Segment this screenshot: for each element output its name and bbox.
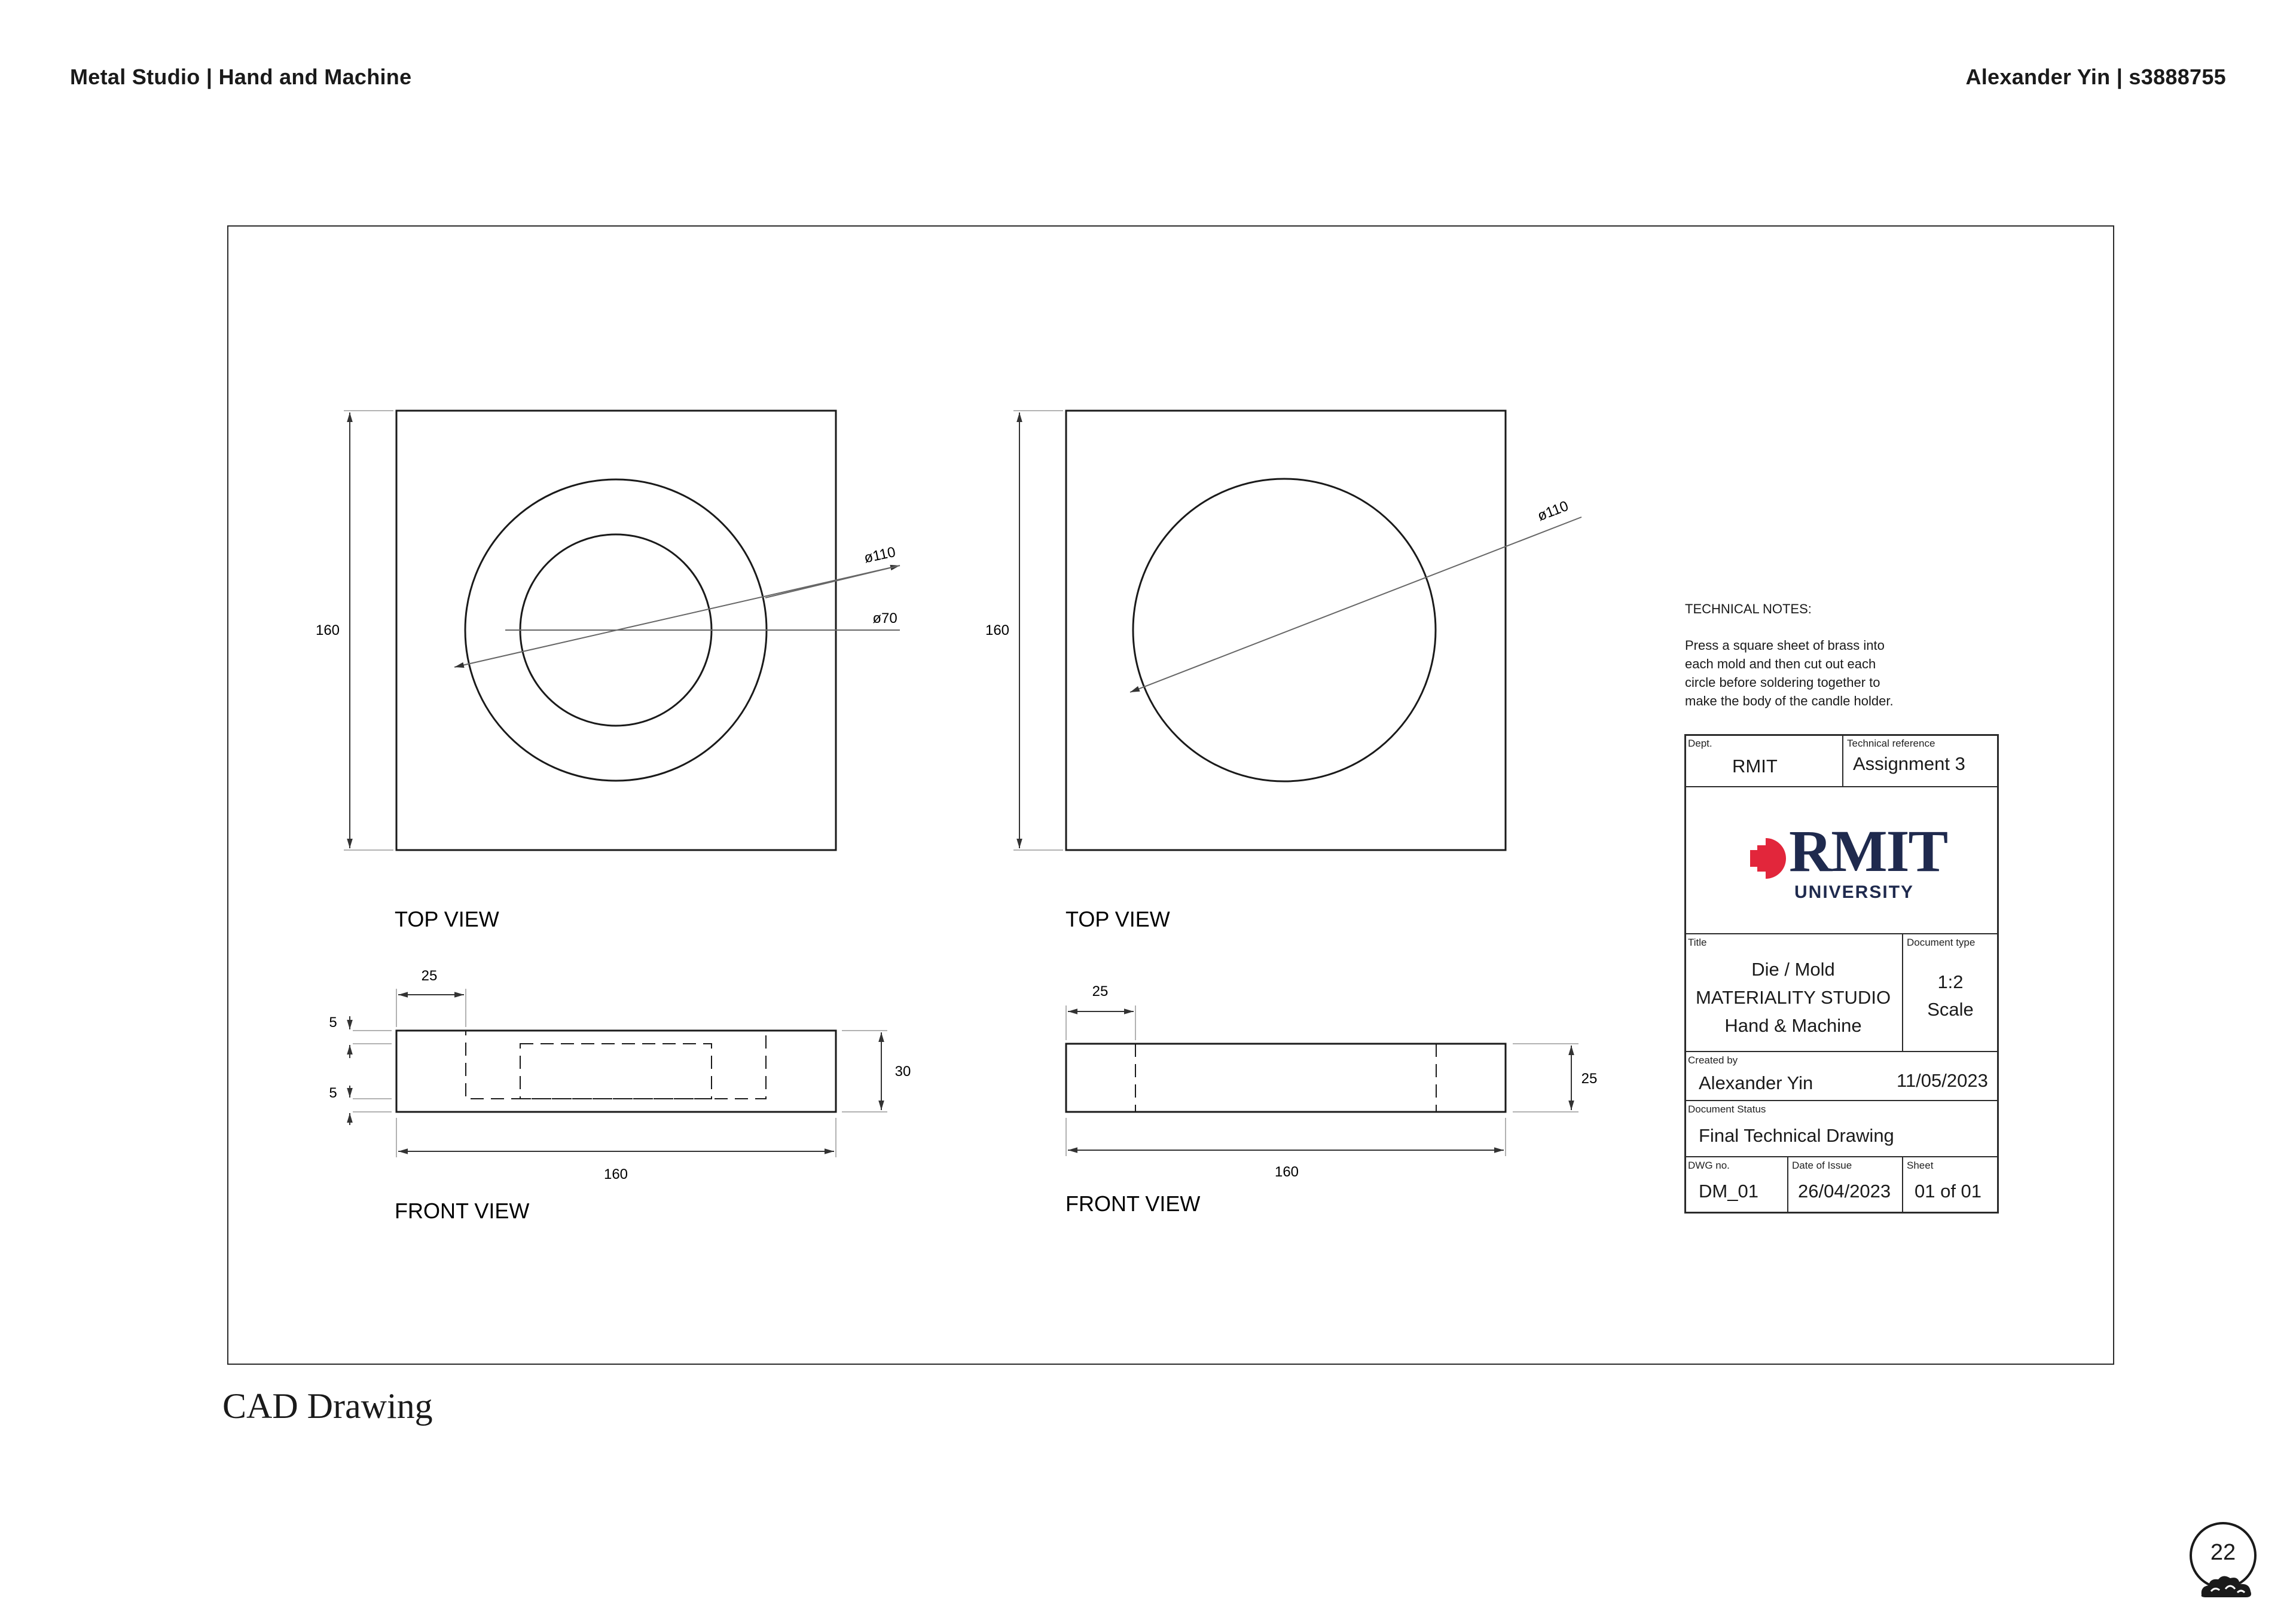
- title-label: Title: [1688, 937, 1707, 948]
- tb-divider: [1684, 1051, 1999, 1052]
- rmit-logo: RMIT UNIVERSITY: [1684, 788, 1999, 931]
- dwg-label: DWG no.: [1688, 1160, 1730, 1171]
- status-value: Final Technical Drawing: [1699, 1125, 1894, 1146]
- left-front-width-label: 160: [604, 1166, 628, 1182]
- issue-label: Date of Issue: [1792, 1160, 1852, 1171]
- rmit-logo-sub: UNIVERSITY: [1794, 882, 1915, 902]
- issue-value: 26/04/2023: [1798, 1181, 1891, 1202]
- tb-border-left: [1684, 734, 1686, 1214]
- title-value: Die / Mold MATERIALITY STUDIO Hand & Mac…: [1684, 955, 1902, 1040]
- tb-divider: [1684, 1156, 1999, 1157]
- dept-label: Dept.: [1688, 738, 1712, 749]
- created-date-value: 11/05/2023: [1897, 1070, 1988, 1091]
- status-label: Document Status: [1688, 1104, 1766, 1115]
- right-top-height-label: 160: [985, 622, 1009, 638]
- right-front-view: [1065, 1005, 1578, 1156]
- right-top-dia-label: ø110: [1535, 498, 1571, 524]
- dept-value: RMIT: [1732, 756, 1778, 777]
- left-outer-dia-leader: [765, 565, 900, 598]
- sheet-label: Sheet: [1907, 1160, 1934, 1171]
- tb-divider-v: [1902, 933, 1903, 1052]
- technical-notes: TECHNICAL NOTES: Press a square sheet of…: [1685, 600, 1948, 710]
- technical-notes-line: Press a square sheet of brass into: [1685, 638, 1885, 653]
- tb-border-top: [1684, 734, 1999, 736]
- tb-border-right: [1997, 734, 1999, 1214]
- created-by-value: Alexander Yin: [1699, 1072, 1813, 1093]
- technical-notes-line: circle before soldering together to: [1685, 675, 1880, 690]
- title-line: Die / Mold: [1751, 959, 1835, 980]
- left-outer-dia-line: [454, 564, 900, 668]
- tb-divider: [1684, 786, 1999, 787]
- page-badge: 22: [2190, 1522, 2261, 1606]
- left-front-top-wall-label: 5: [329, 1014, 337, 1031]
- right-front-body: [1065, 1043, 1507, 1113]
- technical-notes-line: each mold and then cut out each: [1685, 656, 1876, 671]
- right-front-inset-label: 25: [1092, 983, 1109, 1000]
- left-top-outer-dia-label: ø110: [863, 544, 897, 566]
- doc-type-line: Scale: [1927, 999, 1974, 1020]
- tb-divider: [1684, 1100, 1999, 1101]
- doc-type-line: 1:2: [1937, 971, 1964, 992]
- left-front-body: [395, 1029, 837, 1113]
- left-top-height-label: 160: [316, 622, 340, 638]
- technical-notes-line: make the body of the candle holder.: [1685, 693, 1894, 708]
- tb-divider: [1684, 933, 1999, 934]
- doc-type-value: 1:2 Scale: [1903, 968, 1998, 1023]
- right-top-view-label: TOP VIEW: [1065, 907, 1170, 931]
- title-line: Hand & Machine: [1724, 1015, 1862, 1036]
- right-top-view: [1013, 409, 1582, 851]
- left-front-hidden-inner: [520, 1043, 712, 1099]
- tb-divider-v: [1787, 1156, 1788, 1213]
- doc-type-label: Document type: [1907, 937, 1976, 948]
- sheet-value: 01 of 01: [1915, 1181, 1982, 1202]
- left-top-view: [344, 409, 900, 851]
- section-title: CAD Drawing: [222, 1386, 433, 1426]
- tb-divider-v: [1902, 1156, 1903, 1213]
- left-front-view-label: FRONT VIEW: [395, 1199, 529, 1223]
- left-front-view: [347, 989, 887, 1157]
- cloud-icon: [2201, 1576, 2251, 1597]
- header-left: Metal Studio | Hand and Machine: [70, 65, 412, 89]
- drawing-frame: [227, 225, 2114, 1365]
- right-front-view-label: FRONT VIEW: [1065, 1191, 1200, 1216]
- tech-ref-label: Technical reference: [1847, 738, 1935, 749]
- right-front-height-label: 25: [1581, 1071, 1598, 1087]
- rmit-logo-word: RMIT: [1789, 818, 1948, 884]
- right-dia-line: [1129, 516, 1582, 693]
- left-front-inset-label: 25: [422, 968, 438, 984]
- left-front-bottom-wall-label: 5: [329, 1085, 337, 1101]
- tb-divider-v: [1842, 734, 1843, 787]
- page-number: 22: [2210, 1540, 2236, 1565]
- right-circle: [1132, 478, 1437, 783]
- left-top-inner-dia-label: ø70: [872, 610, 897, 626]
- tb-border-bottom: [1684, 1212, 1999, 1214]
- rmit-logo-mark: [1750, 838, 1787, 879]
- technical-notes-title: TECHNICAL NOTES:: [1685, 601, 1812, 616]
- title-block: Dept. RMIT Technical reference Assignmen…: [1684, 734, 1999, 1214]
- left-front-height-label: 30: [895, 1063, 911, 1080]
- created-by-label: Created by: [1688, 1055, 1738, 1066]
- title-line: MATERIALITY STUDIO: [1695, 987, 1891, 1008]
- dwg-value: DM_01: [1699, 1181, 1758, 1202]
- right-front-width-label: 160: [1275, 1164, 1299, 1180]
- header-right: Alexander Yin | s3888755: [1965, 65, 2226, 89]
- left-front-hidden-outer: [465, 1030, 767, 1099]
- right-top-square: [1065, 409, 1507, 851]
- tech-ref-value: Assignment 3: [1853, 753, 1965, 774]
- left-top-view-label: TOP VIEW: [395, 907, 499, 931]
